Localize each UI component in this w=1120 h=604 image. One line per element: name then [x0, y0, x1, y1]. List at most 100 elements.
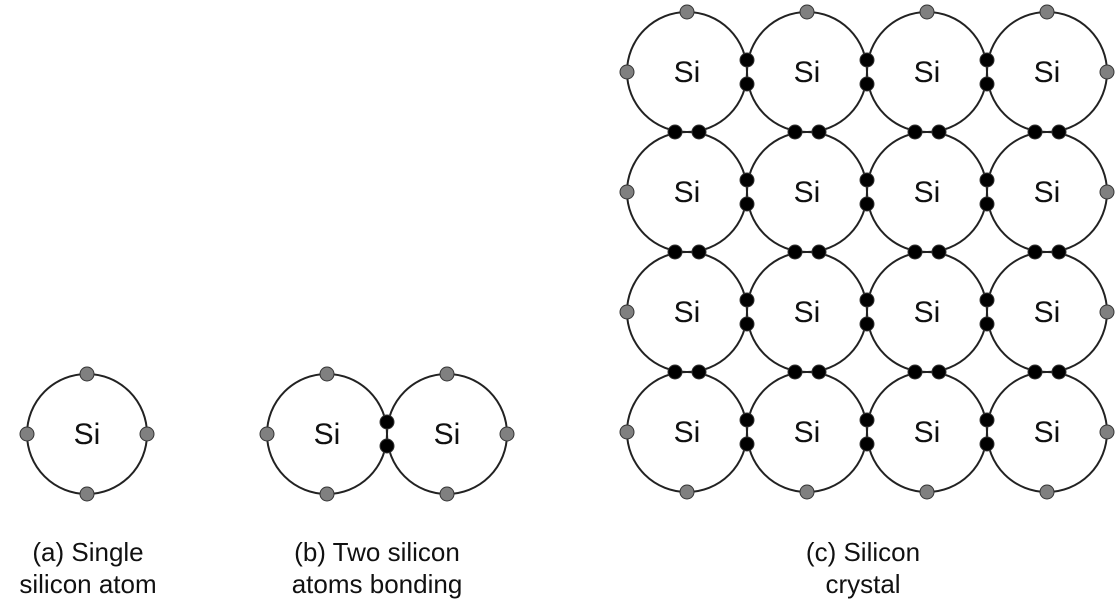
bond-electron	[787, 244, 803, 260]
valence-electron	[619, 184, 635, 200]
valence-electron	[1099, 64, 1115, 80]
bond-electron	[931, 364, 947, 380]
bond-electron	[739, 292, 755, 308]
valence-electron	[799, 4, 815, 20]
bond-electron	[667, 124, 683, 140]
bond-electron	[691, 364, 707, 380]
valence-electron	[619, 424, 635, 440]
atom-label: Si	[794, 56, 821, 89]
bond-electron	[739, 436, 755, 452]
bond-electron	[979, 52, 995, 68]
valence-electron	[19, 426, 35, 442]
bond-electron	[859, 436, 875, 452]
caption-line: (a) Single	[32, 537, 144, 567]
panel-single-atom: Si	[19, 366, 155, 502]
atom-label: Si	[674, 56, 701, 89]
bond-electron	[979, 196, 995, 212]
atom-label: Si	[794, 176, 821, 209]
bond-electron	[667, 364, 683, 380]
valence-electron	[679, 484, 695, 500]
bond-electron	[979, 292, 995, 308]
atom-label: Si	[314, 418, 341, 451]
bond-electron	[739, 196, 755, 212]
bond-electron	[907, 244, 923, 260]
caption-two-atoms-bonding: (b) Two silicon atoms bonding	[236, 536, 518, 600]
bond-electron	[979, 172, 995, 188]
valence-electron	[1039, 4, 1055, 20]
valence-electron	[1039, 484, 1055, 500]
bond-electron	[1027, 364, 1043, 380]
bond-electron	[979, 76, 995, 92]
bond-electron	[1027, 124, 1043, 140]
bond-electron	[979, 436, 995, 452]
atom-label: Si	[1034, 296, 1061, 329]
atom-label: Si	[674, 296, 701, 329]
bond-electron	[931, 124, 947, 140]
valence-electron	[79, 486, 95, 502]
atom-label: Si	[674, 176, 701, 209]
bond-electron	[1051, 244, 1067, 260]
bond-electron	[979, 316, 995, 332]
bond-electron	[979, 412, 995, 428]
bond-electron	[859, 196, 875, 212]
valence-electron	[619, 64, 635, 80]
valence-electron	[619, 304, 635, 320]
valence-electron	[919, 484, 935, 500]
valence-electron	[1099, 304, 1115, 320]
bond-electron	[739, 52, 755, 68]
bond-electron	[1051, 124, 1067, 140]
caption-line: silicon atom	[19, 569, 157, 599]
bond-electron	[907, 124, 923, 140]
atom-label: Si	[794, 416, 821, 449]
bond-electron	[859, 292, 875, 308]
valence-electron	[439, 486, 455, 502]
bond-electron	[811, 124, 827, 140]
atom-label: Si	[74, 418, 101, 451]
caption-single-atom: (a) Single silicon atom	[0, 536, 176, 600]
bond-electron	[859, 52, 875, 68]
valence-electron	[679, 4, 695, 20]
bond-electron	[739, 412, 755, 428]
caption-silicon-crystal: (c) Silicon crystal	[748, 536, 978, 600]
caption-line: atoms bonding	[291, 569, 463, 599]
valence-electron	[919, 4, 935, 20]
valence-electron	[319, 366, 335, 382]
bond-electron	[691, 124, 707, 140]
bond-electron	[931, 244, 947, 260]
bond-electron	[859, 172, 875, 188]
panel-two-atoms-bonding: Si Si	[259, 366, 515, 502]
bond-electron	[811, 364, 827, 380]
valence-electron	[499, 426, 515, 442]
valence-electron	[139, 426, 155, 442]
bond-electron	[907, 364, 923, 380]
valence-electron	[259, 426, 275, 442]
caption-line: (b) Two silicon	[294, 537, 460, 567]
valence-electron	[1099, 184, 1115, 200]
atom-label: Si	[1034, 56, 1061, 89]
bond-electron	[1051, 364, 1067, 380]
atom-label: Si	[434, 418, 461, 451]
valence-electron	[799, 484, 815, 500]
bond-electron	[859, 316, 875, 332]
bond-electron	[859, 76, 875, 92]
valence-electron	[439, 366, 455, 382]
valence-electron	[319, 486, 335, 502]
atom-label: Si	[914, 296, 941, 329]
bond-electron	[787, 124, 803, 140]
bond-electron	[739, 316, 755, 332]
atom-label: Si	[914, 416, 941, 449]
bond-electron	[787, 364, 803, 380]
bond-electron	[739, 172, 755, 188]
bond-electron	[691, 244, 707, 260]
valence-electron	[79, 366, 95, 382]
bond-electron	[1027, 244, 1043, 260]
atom-label: Si	[914, 56, 941, 89]
bond-electron	[859, 412, 875, 428]
bond-electron	[379, 414, 395, 430]
bond-electron	[379, 438, 395, 454]
caption-line: (c) Silicon	[805, 537, 921, 567]
bond-electron	[811, 244, 827, 260]
atom-label: Si	[914, 176, 941, 209]
